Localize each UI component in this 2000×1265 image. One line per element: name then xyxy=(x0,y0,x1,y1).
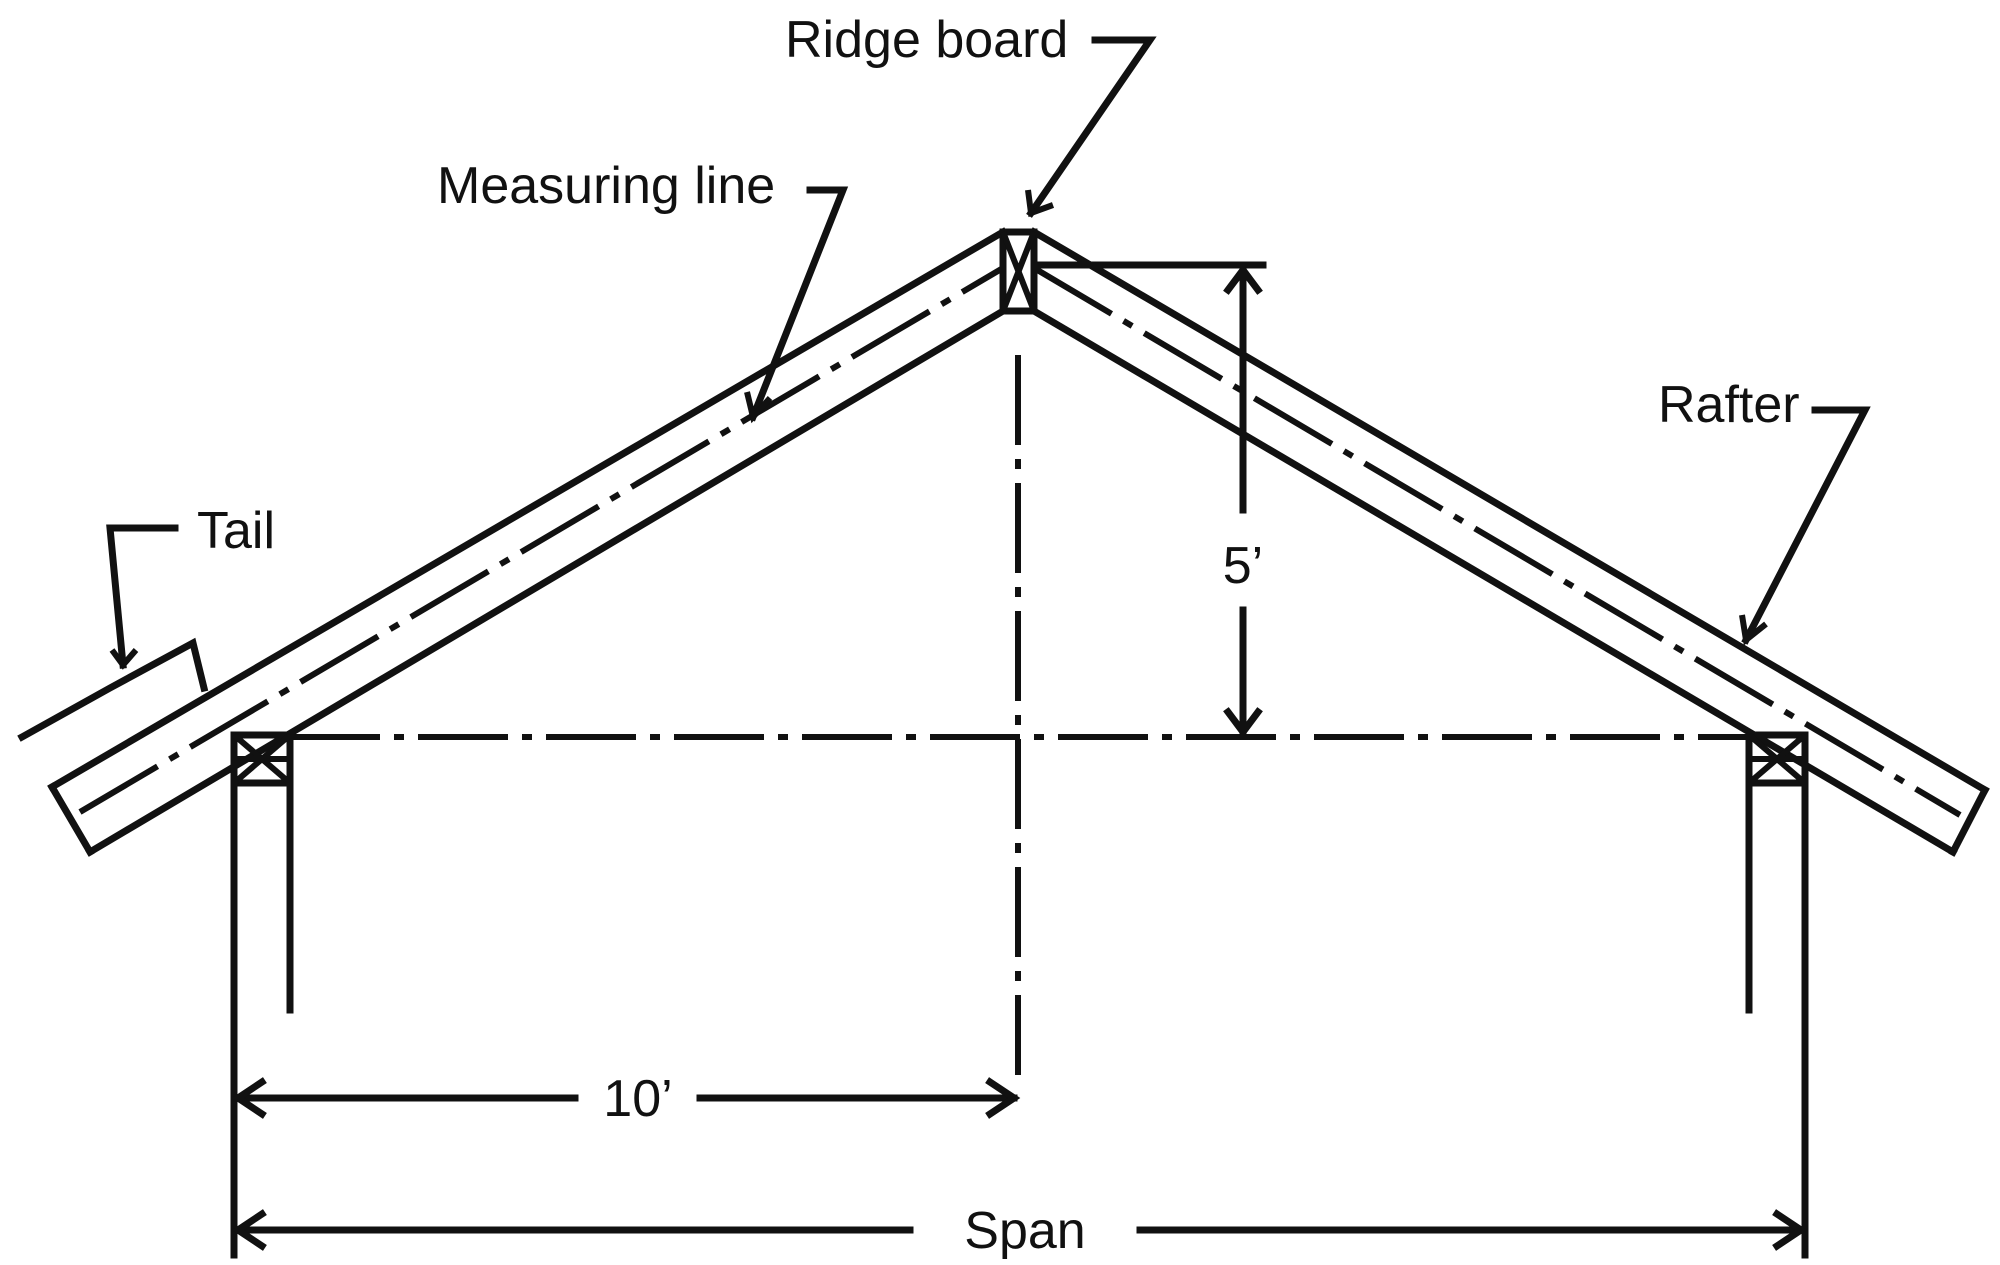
right-rafter xyxy=(1029,227,1990,857)
ridge-board-label: Ridge board xyxy=(785,11,1068,69)
measuring-line-leader xyxy=(744,186,849,424)
run-label: 10’ xyxy=(603,1070,672,1128)
span-label: Span xyxy=(964,1202,1085,1260)
tail-leader xyxy=(17,524,209,742)
left-top-plate xyxy=(230,731,294,787)
walls xyxy=(230,779,1809,1259)
ridge-board xyxy=(999,228,1038,315)
right-top-plate xyxy=(1745,731,1809,787)
left-rafter xyxy=(47,227,1008,857)
tail-label: Tail xyxy=(197,502,275,560)
rise-dimension xyxy=(1030,261,1267,738)
run-dimension xyxy=(231,1077,1021,1119)
rafter-label: Rafter xyxy=(1658,376,1800,434)
ridge-board-leader xyxy=(1025,36,1157,218)
span-dimension xyxy=(231,1209,1808,1251)
rafter-leader xyxy=(1739,406,1871,646)
rise-label: 5’ xyxy=(1223,537,1263,595)
measuring-line-label: Measuring line xyxy=(437,157,775,215)
